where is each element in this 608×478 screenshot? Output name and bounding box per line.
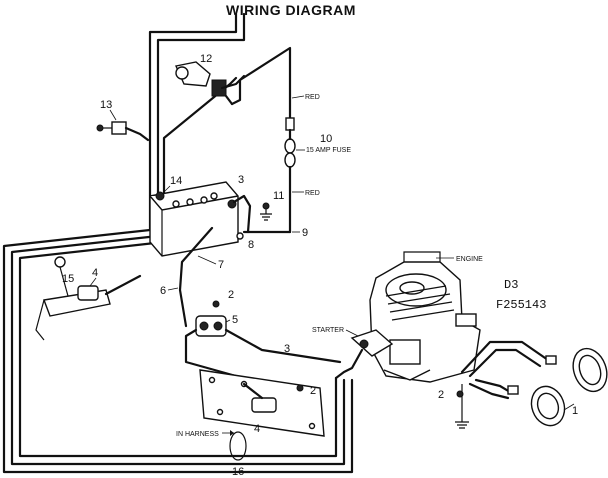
callout-2-solenoid: 2 [228,289,234,301]
cable-6: 6 [160,285,179,297]
diagram-code: D3 [504,278,518,292]
callout-3-lower: 3 [284,343,290,355]
starter: STARTER [312,327,394,357]
in-harness-label: IN HARNESS [176,431,219,438]
red-wire-label-upper: RED [305,94,320,101]
callout-7: 7 [218,259,224,271]
red-wire-label-lower: RED [305,190,320,197]
callout-13: 13 [100,99,112,111]
callout-5: 5 [232,314,238,326]
solenoid: 5 2 3 [184,289,342,378]
callout-4-lower: 4 [254,423,260,435]
key-switch [175,61,246,106]
callout-12: 12 [200,53,212,65]
callout-8: 8 [248,239,254,251]
throttle-switch: 15 4 [35,256,142,341]
engine-label: ENGINE [456,256,483,263]
battery: 14 [149,175,239,257]
callout-6: 6 [160,285,166,297]
safety-switch-bracket: 2 4 [199,369,325,437]
inline-fuse: 15 AMP FUSE 10 RED 11 [273,128,351,234]
ground-11 [260,202,272,221]
fuse-label: 15 AMP FUSE [306,147,351,154]
callout-16: 16 [232,466,244,478]
callout-2-ground: 2 [438,389,444,401]
callout-14: 14 [170,175,182,187]
red-wire-upper: RED [230,46,320,131]
callout-4-left: 4 [92,267,98,279]
in-harness-note: IN HARNESS 16 [176,430,247,478]
cable-3-upper: 3 [232,174,252,234]
starter-label: STARTER [312,327,344,334]
headlight-ground: 2 [438,384,469,429]
part-number: F255143 [496,298,546,312]
cable-7: 7 8 [178,226,254,328]
callout-10: 10 [320,133,332,145]
headlight-right [572,347,608,393]
callout-2-bracket: 2 [310,385,316,397]
callout-11: 11 [273,190,284,202]
callout-9: 9 [302,227,308,239]
engine: ENGINE [369,251,483,383]
switch-13: 13 [96,99,150,142]
callout-1: 1 [572,405,578,417]
callout-15: 15 [62,273,74,285]
wire-9: 9 [242,227,308,239]
callout-3-upper: 3 [238,174,244,186]
headlight-left: 1 [530,385,578,427]
headlight-harness [460,340,557,400]
diagram-title: WIRING DIAGRAM [226,2,356,18]
